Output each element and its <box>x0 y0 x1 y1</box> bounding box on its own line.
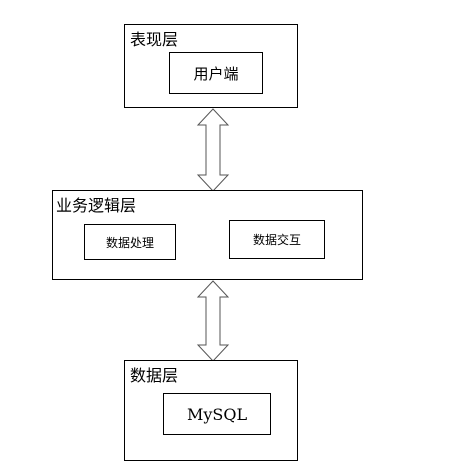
mysql-box: MySQL <box>163 393 271 435</box>
client-label: 用户端 <box>193 64 239 83</box>
business-logic-layer: 业务逻辑层 数据处理 数据交互 <box>52 190 363 280</box>
business-logic-layer-title: 业务逻辑层 <box>56 196 137 215</box>
presentation-layer-title: 表现层 <box>130 30 179 49</box>
mysql-label: MySQL <box>186 404 248 424</box>
double-arrow-icon <box>196 280 230 362</box>
data-layer-title: 数据层 <box>130 366 179 385</box>
data-processing-box: 数据处理 <box>84 224 176 260</box>
data-layer: 数据层 MySQL <box>124 360 298 461</box>
presentation-layer: 表现层 用户端 <box>124 24 298 108</box>
data-interaction-label: 数据交互 <box>252 233 301 247</box>
data-interaction-box: 数据交互 <box>229 220 325 259</box>
double-arrow-icon <box>196 108 230 192</box>
data-processing-label: 数据处理 <box>105 235 154 250</box>
client-box: 用户端 <box>169 52 263 94</box>
